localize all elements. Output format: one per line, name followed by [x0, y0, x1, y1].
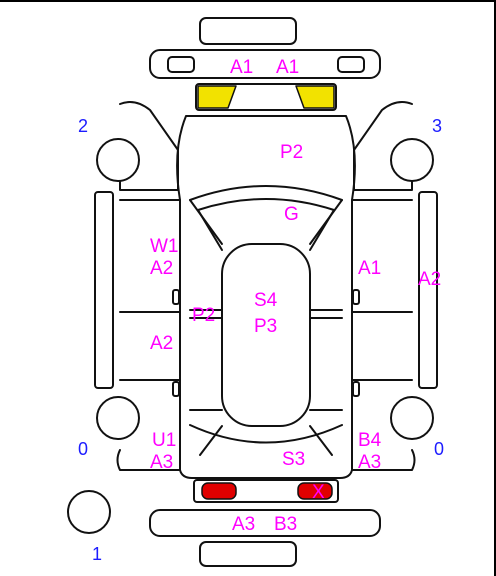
- damage-right-rear-quarter-2: A3: [358, 452, 381, 473]
- rear-plate-outline: [199, 541, 297, 567]
- front-right-foglight: [337, 56, 365, 73]
- damage-left-pillar: P2: [192, 305, 215, 326]
- headlight-bar-outline: [195, 83, 337, 111]
- corner-number-rear-left: 0: [78, 439, 88, 459]
- windshield-line: [197, 198, 335, 211]
- damage-right-front-door: A1: [358, 258, 381, 279]
- a-pillar-left-outer: [189, 199, 223, 245]
- damage-trunk: S3: [282, 449, 305, 470]
- top-border: [0, 0, 496, 2]
- damage-rear-bumper-left: A3: [232, 514, 255, 535]
- rear-bumper-outline: [149, 509, 381, 537]
- damage-rear-bumper-right: B3: [274, 514, 297, 535]
- right-taillight: [297, 482, 333, 500]
- rear-right-wheel: [390, 396, 434, 440]
- damage-left-rear-quarter-2: A3: [150, 452, 173, 473]
- damage-windshield: G: [284, 204, 299, 225]
- damage-left-front-door-2: A2: [150, 258, 173, 279]
- front-left-wheel: [96, 138, 140, 182]
- damage-front-bumper-left: A1: [230, 57, 253, 78]
- damage-front-bumper-right: A1: [276, 57, 299, 78]
- damage-taillight-mark: X: [312, 482, 325, 503]
- damage-hood: P2: [280, 142, 303, 163]
- left-sill: [94, 191, 114, 389]
- right-border: [494, 0, 496, 576]
- left-taillight: [201, 482, 237, 500]
- corner-number-rear-right: 0: [434, 439, 444, 459]
- right-side-body: [351, 199, 416, 471]
- left-rear-handle: [172, 381, 180, 397]
- roof-outline: [221, 243, 311, 427]
- hood-line: [189, 185, 343, 201]
- left-front-handle: [172, 289, 180, 305]
- right-rear-handle: [352, 381, 360, 397]
- taillight-bar-outline: [193, 479, 339, 503]
- corner-number-spare: 1: [92, 544, 102, 564]
- left-side-body: [116, 199, 181, 471]
- front-bumper-outline: [149, 49, 381, 79]
- front-right-wheel: [390, 138, 434, 182]
- rear-left-wheel: [96, 396, 140, 440]
- left-front-fender: [119, 101, 179, 191]
- damage-right-sill: A2: [418, 269, 441, 290]
- trunk-line: [189, 424, 343, 444]
- damage-roof-2: P3: [254, 316, 277, 337]
- c-pillars: [199, 425, 333, 456]
- a-pillar-right-outer: [309, 199, 343, 245]
- damage-right-rear-quarter-1: B4: [358, 430, 382, 451]
- damage-left-rear-quarter-1: U1: [152, 430, 176, 451]
- right-headlight: [295, 85, 335, 109]
- corner-number-front-left: 2: [78, 116, 88, 136]
- right-front-fender: [353, 101, 413, 191]
- left-headlight: [197, 85, 237, 109]
- damage-roof-1: S4: [254, 290, 278, 311]
- front-left-foglight: [167, 56, 195, 73]
- damage-left-front-door-1: W1: [150, 236, 179, 257]
- right-front-handle: [352, 289, 360, 305]
- damage-left-rear-door: A2: [150, 333, 173, 354]
- front-plate-outline: [199, 17, 297, 45]
- spare-wheel: [67, 490, 111, 534]
- corner-number-front-right: 3: [432, 116, 442, 136]
- right-sill: [418, 191, 438, 389]
